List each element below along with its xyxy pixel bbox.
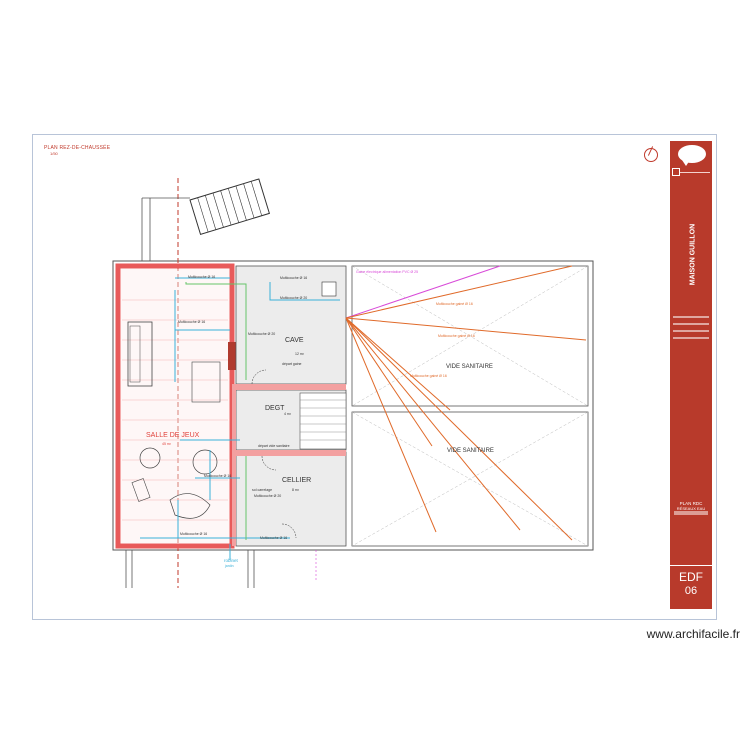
north-arrow-icon [644, 148, 658, 162]
room-cave-area: 12 m² [295, 352, 304, 356]
pipe-label: Multicouche Ø 20 [280, 296, 308, 300]
pipe-label: Multicouche Ø 16 [180, 532, 208, 536]
project-title: MAISON GUILLON [689, 223, 697, 286]
title-block: MAISON GUILLON Lieu-dit du chemin, 74310… [670, 141, 716, 609]
room-degt-name: DEGT [265, 405, 285, 412]
logo-icon [678, 145, 706, 166]
pipe-label-pink: Gaine électrique alimentation PVC Ø 25 [356, 270, 419, 274]
sheet-title: PLAN RDC [679, 501, 703, 506]
room-cellier-area: 8 m² [292, 488, 299, 492]
divider [680, 172, 710, 173]
pipe-label: Multicouche Ø 20 [248, 332, 276, 336]
room-salle-name: SALLE DE JEUX [146, 432, 200, 439]
room-cave-note: départ gaine [282, 362, 302, 366]
robinet-note: jardin [225, 564, 234, 568]
title-block-info: PLAN RDC RÉSEAUX EAU [674, 501, 708, 515]
plan-scale: 1/50 [50, 151, 58, 156]
pipe-label-orange: Multicouche gainé Ø 16 [436, 302, 473, 306]
room-cave-name: CAVE [285, 337, 304, 344]
pipe-pink [345, 265, 501, 319]
room-cellier-note: sol carrelage [252, 488, 273, 492]
house-icon [672, 168, 680, 176]
room-degt-area: 4 m² [284, 412, 291, 416]
room-cellier-name: CELLIER [282, 477, 312, 484]
pipe-label-orange: Multicouche gainé Ø 16 [438, 334, 475, 338]
edf-label: EDF [679, 570, 703, 584]
room-vide2-name: VIDE SANITAIRE [447, 448, 494, 454]
sheet-number: 06 [684, 585, 698, 597]
pipe-label: Multicouche Ø 16 [280, 276, 308, 280]
pipes-orange [345, 265, 587, 541]
pipe-label-orange: Multicouche gainé Ø 16 [410, 374, 447, 378]
edf-block: EDF 06 [670, 565, 712, 598]
project-address: Lieu-dit du chemin, 74310 SERVOZ [710, 229, 716, 294]
title-block-rows [674, 511, 708, 515]
room-vide1-name: VIDE SANITAIRE [446, 364, 493, 370]
pipe-label: Multicouche Ø 16 [178, 320, 206, 324]
pipe-label: Multicouche Ø 20 [254, 494, 282, 498]
room-salle-area: 45 m² [162, 442, 171, 446]
title-block-lines [673, 311, 709, 344]
room-degt-note: départ vide sanitaire [258, 444, 290, 448]
footer-url[interactable]: www.archifacile.fr [646, 627, 740, 641]
plan-title: PLAN REZ-DE-CHAUSSÉE [44, 145, 111, 151]
pipe-label: Multicouche Ø 16 [260, 536, 288, 540]
pipes-green [185, 282, 247, 540]
exterior-stairs [189, 178, 271, 236]
pipe-label: Multicouche Ø 16 [188, 275, 216, 279]
pipe-label: Multicouche Ø 16 [204, 474, 232, 478]
pipes-blue [140, 277, 340, 560]
sheet-subtitle: RÉSEAUX EAU [676, 506, 706, 511]
robinet-label: robinet [224, 558, 238, 563]
